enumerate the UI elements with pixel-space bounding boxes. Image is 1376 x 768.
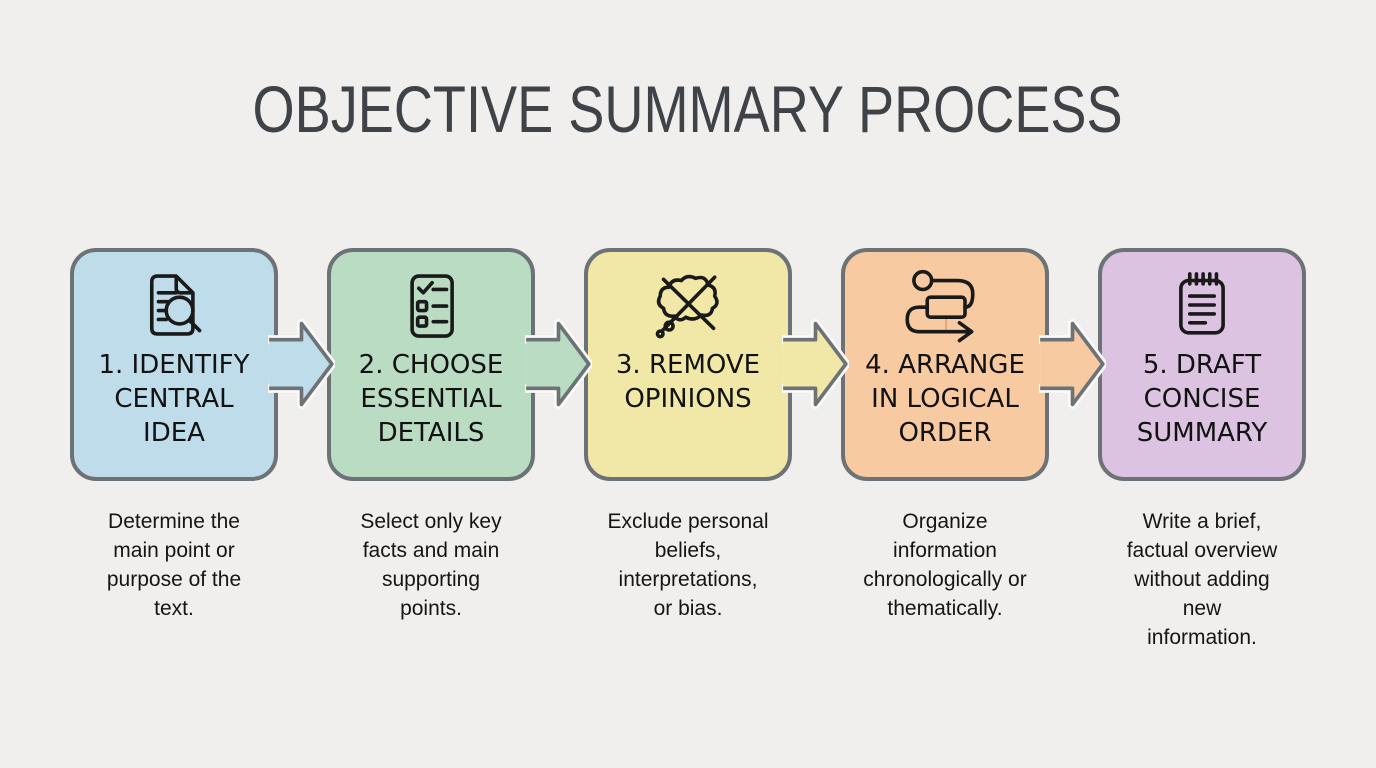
page-title-text: OBJECTIVE SUMMARY PROCESS <box>252 72 1124 146</box>
arrow-4-icon <box>1039 319 1106 409</box>
crossed-out-thought-bubble-icon <box>648 265 728 345</box>
step-4-label: 4. ARRANGE IN LOGICAL ORDER <box>865 350 1025 448</box>
step-4-box: 4. ARRANGE IN LOGICAL ORDER <box>841 248 1049 481</box>
step-1-label: 1. IDENTIFY CENTRAL IDEA <box>98 350 250 448</box>
step-2: 2. CHOOSE ESSENTIAL DETAILS Select only … <box>327 248 592 652</box>
arrow-3-icon <box>782 319 849 409</box>
step-3-description: Exclude personal beliefs, interpretation… <box>607 510 769 620</box>
step-5-box: 5. DRAFT CONCISE SUMMARY <box>1098 248 1306 481</box>
step-5-label: 5. DRAFT CONCISE SUMMARY <box>1136 350 1268 448</box>
step-5: 5. DRAFT CONCISE SUMMARY Write a brief, … <box>1098 248 1306 652</box>
step-2-box: 2. CHOOSE ESSENTIAL DETAILS <box>327 248 535 481</box>
process-flow: 1. IDENTIFY CENTRAL IDEA Determine the m… <box>0 248 1376 652</box>
step-5-description: Write a brief, factual overview without … <box>1126 510 1278 649</box>
step-1-box: 1. IDENTIFY CENTRAL IDEA <box>70 248 278 481</box>
step-2-description: Select only key facts and main supportin… <box>360 510 502 620</box>
sequence-flow-icon <box>905 265 985 345</box>
checklist-icon <box>391 265 471 345</box>
notepad-icon <box>1162 265 1242 345</box>
step-1-description: Determine the main point or purpose of t… <box>106 510 242 620</box>
arrow-2-icon <box>525 319 592 409</box>
document-search-icon <box>134 265 214 345</box>
step-4: 4. ARRANGE IN LOGICAL ORDER Organize inf… <box>841 248 1106 652</box>
step-2-label: 2. CHOOSE ESSENTIAL DETAILS <box>358 350 504 448</box>
step-3: 3. REMOVE OPINIONS Exclude personal beli… <box>584 248 849 652</box>
step-4-description: Organize information chronologically or … <box>863 510 1027 620</box>
page-title: OBJECTIVE SUMMARY PROCESS <box>0 76 1376 161</box>
arrow-1-icon <box>268 319 335 409</box>
step-3-label: 3. REMOVE OPINIONS <box>615 350 761 414</box>
step-3-box: 3. REMOVE OPINIONS <box>584 248 792 481</box>
step-1: 1. IDENTIFY CENTRAL IDEA Determine the m… <box>70 248 335 652</box>
